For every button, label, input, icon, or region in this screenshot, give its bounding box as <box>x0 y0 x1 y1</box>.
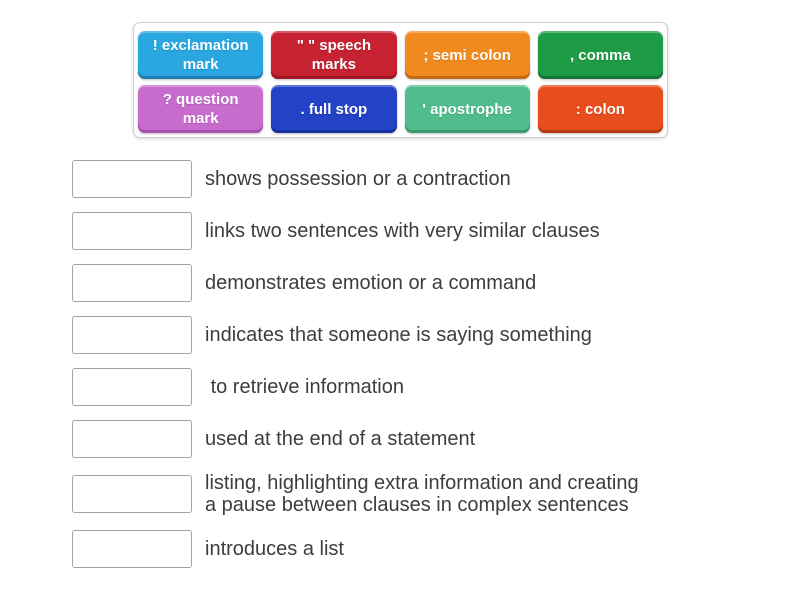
answer-drop-slot[interactable] <box>72 264 192 302</box>
match-row: used at the end of a statement <box>72 420 772 458</box>
clue-text: listing, highlighting extra information … <box>205 472 639 516</box>
tile-label: ? question mark <box>162 91 239 127</box>
answer-drop-slot[interactable] <box>72 530 192 568</box>
match-row: introduces a list <box>72 530 772 568</box>
tile-speech-marks[interactable]: " " speech marks <box>271 31 397 79</box>
clue-text: introduces a list <box>205 538 344 560</box>
tile-label: : colon <box>575 100 625 118</box>
tile-label: ; semi colon <box>423 46 511 64</box>
match-list: shows possession or a contraction links … <box>72 160 772 582</box>
clue-text: links two sentences with very similar cl… <box>205 220 600 242</box>
match-row: demonstrates emotion or a command <box>72 264 772 302</box>
tile-label: " " speech marks <box>296 37 371 73</box>
clue-text: indicates that someone is saying somethi… <box>205 324 592 346</box>
clue-text: to retrieve information <box>205 376 404 398</box>
tile-apostrophe[interactable]: ' apostrophe <box>404 85 530 133</box>
answer-drop-slot[interactable] <box>72 368 192 406</box>
tile-bank: ! exclamation mark " " speech marks ; se… <box>133 22 668 138</box>
clue-text: used at the end of a statement <box>205 428 476 450</box>
tile-comma[interactable]: , comma <box>537 31 663 79</box>
tile-exclamation-mark[interactable]: ! exclamation mark <box>138 31 264 79</box>
tile-label: ! exclamation mark <box>152 37 249 73</box>
answer-drop-slot[interactable] <box>72 316 192 354</box>
tile-label: , comma <box>569 46 631 64</box>
match-row: listing, highlighting extra information … <box>72 472 772 516</box>
tile-colon[interactable]: : colon <box>537 85 663 133</box>
answer-drop-slot[interactable] <box>72 475 192 513</box>
match-row: shows possession or a contraction <box>72 160 772 198</box>
answer-drop-slot[interactable] <box>72 420 192 458</box>
answer-drop-slot[interactable] <box>72 212 192 250</box>
match-row: indicates that someone is saying somethi… <box>72 316 772 354</box>
clue-text: shows possession or a contraction <box>205 168 511 190</box>
tile-label: ' apostrophe <box>422 100 512 118</box>
tile-full-stop[interactable]: . full stop <box>271 85 397 133</box>
tile-question-mark[interactable]: ? question mark <box>138 85 264 133</box>
tile-semi-colon[interactable]: ; semi colon <box>404 31 530 79</box>
answer-drop-slot[interactable] <box>72 160 192 198</box>
clue-text: demonstrates emotion or a command <box>205 272 537 294</box>
tile-label: . full stop <box>300 100 368 118</box>
match-row: to retrieve information <box>72 368 772 406</box>
match-row: links two sentences with very similar cl… <box>72 212 772 250</box>
